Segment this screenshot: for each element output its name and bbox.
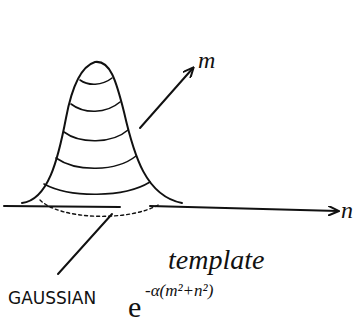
contour-line [64, 130, 128, 141]
contour-line [44, 182, 150, 194]
exponential-base: e [128, 292, 141, 322]
gaussian-label: GAUSSIAN [8, 290, 96, 307]
contour-line [56, 156, 136, 168]
contour-line [80, 78, 112, 84]
axis-label: m [198, 48, 215, 72]
axis-label: n [341, 198, 353, 222]
base-contour [40, 200, 160, 216]
template-label: template [168, 246, 264, 274]
exponent-text: -α(m²+n²) [145, 282, 213, 299]
gaussian-surface [22, 62, 182, 203]
m-axis [140, 68, 193, 128]
contour-line [71, 102, 120, 111]
depth-axis [58, 214, 112, 274]
n-axis [4, 206, 338, 211]
